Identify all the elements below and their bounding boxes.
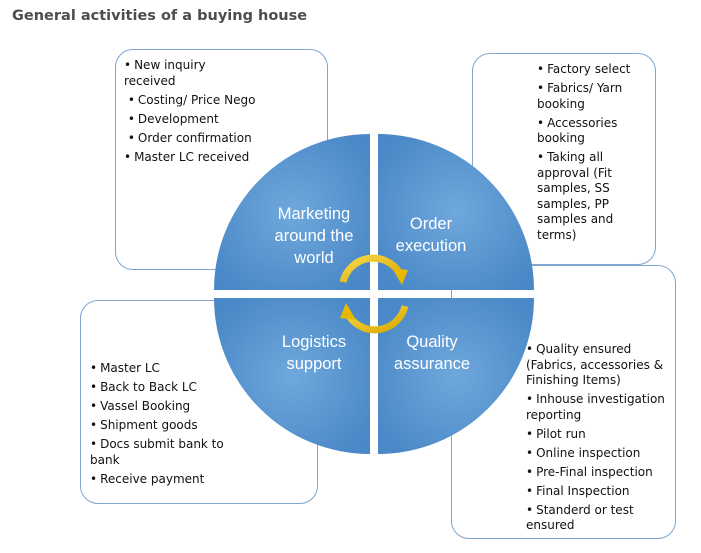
list-item: •Back to Back LC bbox=[90, 380, 197, 394]
list-item: •Order confirmation bbox=[127, 130, 252, 145]
quadrant-label-marketing: Marketing around the world bbox=[274, 205, 354, 267]
cycle-arrows-icon bbox=[339, 254, 409, 334]
quadrant-label-quality: Quality assurance bbox=[393, 333, 471, 373]
list-item: •Quality ensured (Fabrics, accessories &… bbox=[526, 342, 664, 387]
quadrant-quality bbox=[378, 298, 534, 454]
list-item: •Master LC received bbox=[124, 149, 250, 164]
quadrant-logistics bbox=[214, 298, 370, 454]
quadrant-shapes bbox=[214, 134, 534, 454]
cycle-arrowheads bbox=[340, 268, 408, 320]
list-item: •Taking all approval (Fit samples, SS sa… bbox=[537, 150, 614, 242]
page-title: General activities of a buying house bbox=[12, 8, 308, 24]
list-item: •Pre-Final inspection bbox=[526, 464, 653, 479]
list-item: •Costing/ Price Nego bbox=[127, 92, 256, 107]
quadrant-label-logistics: Logistics support bbox=[281, 333, 347, 373]
list-item: •Docs submit bank to bank bbox=[90, 437, 224, 467]
quadrant-order-execution bbox=[378, 134, 534, 290]
list-item: •Receive payment bbox=[90, 471, 205, 486]
list-item: •Accessories booking bbox=[537, 115, 618, 146]
quadrant-label-order-execution: Order execution bbox=[395, 215, 467, 255]
list-item: •Master LC bbox=[90, 361, 160, 375]
list-item: •Development bbox=[127, 111, 219, 126]
list-item: •Standerd or test ensured bbox=[526, 502, 634, 533]
quadrant-marketing bbox=[214, 134, 370, 290]
list-item: •Pilot run bbox=[526, 426, 586, 441]
list-item: •Final Inspection bbox=[526, 483, 630, 498]
list-item: •Fabrics/ Yarn booking bbox=[537, 81, 623, 111]
list-item: •New inquiry received bbox=[124, 58, 206, 88]
list-item: •Inhouse investigation reporting bbox=[526, 392, 665, 422]
list-item: •Vassel Booking bbox=[90, 399, 191, 413]
order-execution-box: •Factory select •Fabrics/ Yarn booking •… bbox=[472, 53, 656, 265]
list-item: •Factory select bbox=[537, 62, 631, 76]
list-item: •Shipment goods bbox=[90, 418, 198, 432]
list-item: •Online inspection bbox=[526, 445, 641, 460]
